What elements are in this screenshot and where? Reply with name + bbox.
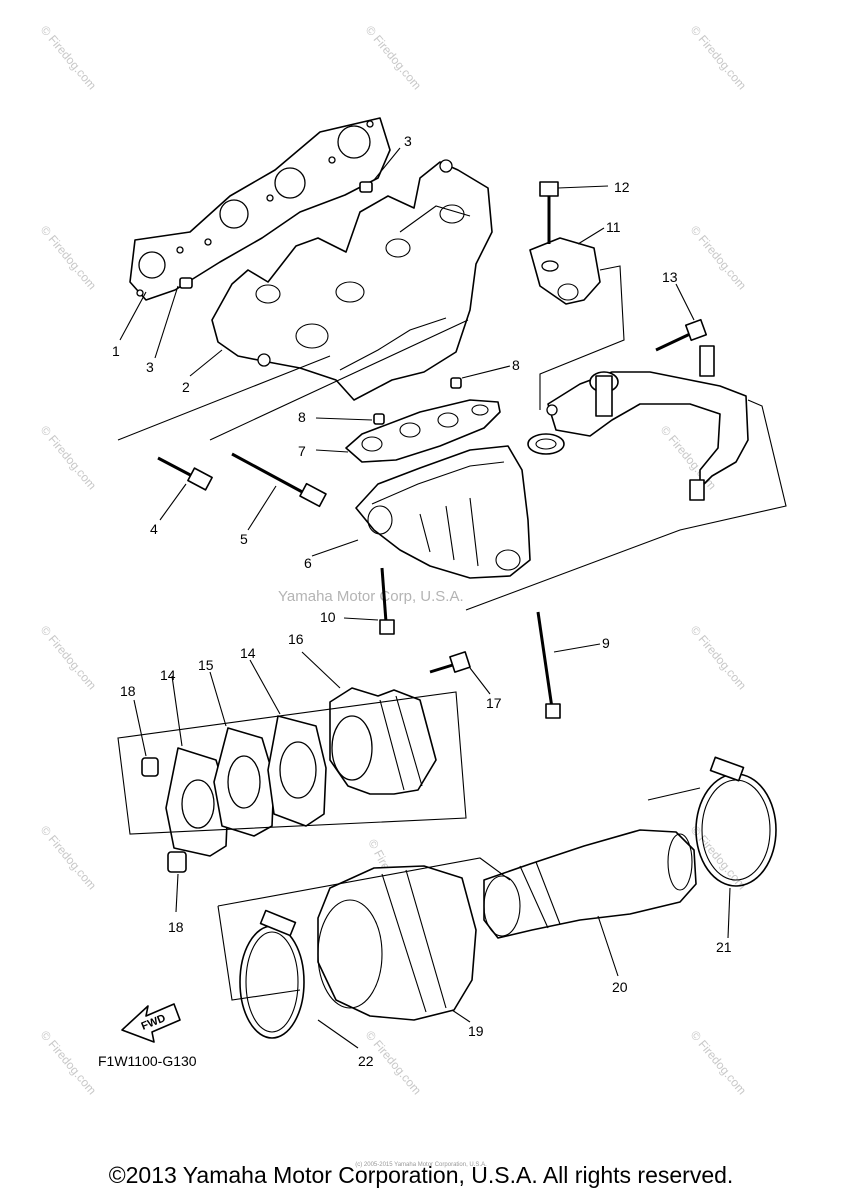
callout-10: 10 <box>320 609 336 625</box>
diagram-code: F1W1100-G130 <box>98 1053 197 1069</box>
watermark-l3: © Firedog.com <box>38 423 99 492</box>
callout-1: 1 <box>112 343 120 359</box>
callout-4: 4 <box>150 521 158 537</box>
callout-3-left: 3 <box>146 359 154 375</box>
watermark-l4: © Firedog.com <box>38 623 99 692</box>
callout-2: 2 <box>182 379 190 395</box>
part-13-bolt <box>655 318 708 352</box>
callout-16: 16 <box>288 631 304 647</box>
water-outlet-bracket <box>546 345 749 501</box>
callout-21: 21 <box>716 939 732 955</box>
o-ring <box>527 433 565 455</box>
part-1-exhaust-gasket <box>129 117 391 301</box>
part-7-gasket <box>345 399 501 463</box>
callout-8-right: 8 <box>512 357 520 373</box>
part-19-rubber-joint <box>317 865 477 1021</box>
watermark-tl: © Firedog.com <box>38 23 99 92</box>
watermark-r5: © Firedog.com <box>688 823 749 892</box>
callout-9: 9 <box>602 635 610 651</box>
part-5-bolt <box>231 452 327 508</box>
watermark-mr: © Firedog.com <box>688 223 749 292</box>
part-10-bolt <box>379 567 395 635</box>
watermark-r6: © Firedog.com <box>688 1028 749 1097</box>
part-18-collar-lower <box>167 851 187 873</box>
part-16-outlet-pipe <box>329 687 437 795</box>
assembly-guide-lines <box>117 265 787 1001</box>
callout-leaders <box>119 147 731 1049</box>
part-4-bolt <box>157 456 213 491</box>
dowel-pin-upper <box>359 181 373 193</box>
callout-18-bottom: 18 <box>168 919 184 935</box>
watermark-ml: © Firedog.com <box>38 223 99 292</box>
callout-19: 19 <box>468 1023 484 1039</box>
part-14-gasket-a <box>165 747 229 857</box>
callout-22: 22 <box>358 1053 374 1069</box>
callout-17: 17 <box>486 695 502 711</box>
center-watermark: Yamaha Motor Corp, U.S.A. <box>278 588 464 605</box>
part-11-bracket <box>529 237 601 305</box>
callout-14-right: 14 <box>240 645 256 661</box>
part-8-dowel-lower <box>373 413 385 425</box>
part-21-hose-clamp <box>695 756 777 887</box>
callout-15: 15 <box>198 657 214 673</box>
callout-3-top: 3 <box>404 133 412 149</box>
callout-18-top: 18 <box>120 683 136 699</box>
fwd-arrow: FWD <box>121 1003 181 1043</box>
callout-6: 6 <box>304 555 312 571</box>
watermark-tr: © Firedog.com <box>688 23 749 92</box>
callout-12: 12 <box>614 179 630 195</box>
callout-14-left: 14 <box>160 667 176 683</box>
watermark-l6: © Firedog.com <box>38 1028 99 1097</box>
part-20-pipe <box>483 829 697 939</box>
dowel-pin-lower <box>179 277 193 289</box>
watermark-l5: © Firedog.com <box>38 823 99 892</box>
part-3-dowel-pins <box>179 181 373 289</box>
callout-11: 11 <box>606 219 621 235</box>
part-18-collar-upper <box>141 757 159 777</box>
part-15-gasket <box>213 727 275 837</box>
part-9-long-bolt <box>536 611 561 719</box>
callout-5: 5 <box>240 531 248 547</box>
part-12-bolt <box>539 181 559 244</box>
callout-13: 13 <box>662 269 678 285</box>
part-14-gasket-b <box>267 715 327 827</box>
part-17-bolt <box>429 651 471 674</box>
callout-20: 20 <box>612 979 628 995</box>
copyright-footer: ©2013 Yamaha Motor Corporation, U.S.A. A… <box>108 1162 734 1188</box>
callout-8-left: 8 <box>298 409 306 425</box>
callout-labels: 1 2 3 3 4 5 6 7 8 8 9 10 11 12 13 14 14 … <box>112 133 732 1069</box>
watermark-r4: © Firedog.com <box>688 623 749 692</box>
part-6-exhaust-chamber <box>355 445 531 579</box>
part-8-dowel-upper <box>450 377 462 389</box>
part-22-hose-clamp <box>239 909 305 1039</box>
part-2-exhaust-manifold <box>211 159 493 401</box>
callout-7: 7 <box>298 443 306 459</box>
tiny-copyright-note: (c) 2005-2015 Yamaha Motor Corporation, … <box>355 1162 487 1168</box>
watermark-tm: © Firedog.com <box>363 23 424 92</box>
